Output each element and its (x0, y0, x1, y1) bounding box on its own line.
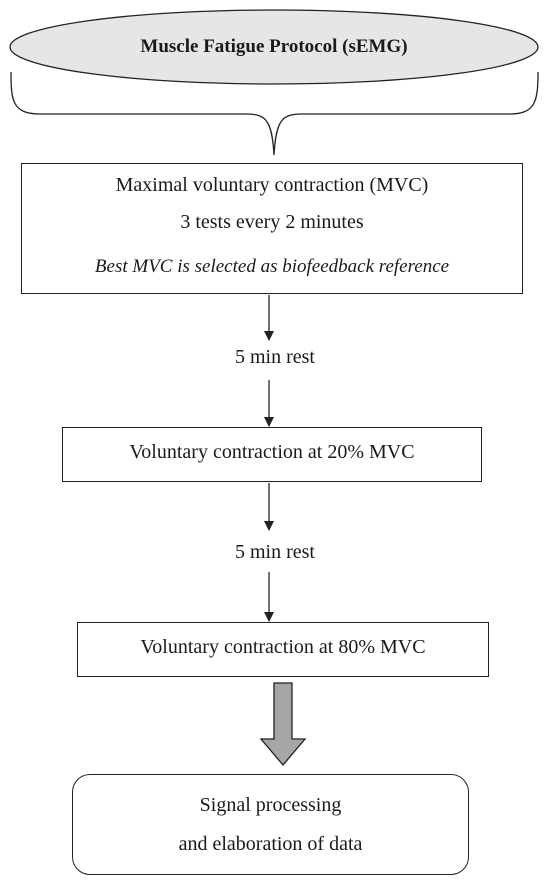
mvc-step-box: Maximal voluntary contraction (MVC) 3 te… (21, 163, 523, 294)
processing-box: Signal processing and elaboration of dat… (72, 774, 469, 875)
mvc-step-line-2: 3 tests every 2 minutes (180, 211, 364, 233)
protocol-title: Muscle Fatigue Protocol (sEMG) (140, 36, 408, 57)
title-brace (10, 71, 539, 156)
block-arrow-down (259, 682, 307, 767)
processing-line-1: Signal processing (199, 794, 342, 816)
mvc-step-note: Best MVC is selected as biofeedback refe… (94, 256, 450, 277)
contraction-20-box: Voluntary contraction at 20% MVC (62, 427, 482, 482)
contraction-80-box: Voluntary contraction at 80% MVC (77, 622, 489, 677)
mvc-step-line-1: Maximal voluntary contraction (MVC) (115, 174, 429, 196)
contraction-80-label: Voluntary contraction at 80% MVC (140, 636, 426, 658)
contraction-20-label: Voluntary contraction at 20% MVC (129, 441, 415, 463)
rest-label-1: 5 min rest (235, 346, 315, 368)
rest-label-2: 5 min rest (235, 541, 315, 563)
processing-line-2: and elaboration of data (178, 833, 363, 855)
title-ellipse (9, 9, 539, 85)
